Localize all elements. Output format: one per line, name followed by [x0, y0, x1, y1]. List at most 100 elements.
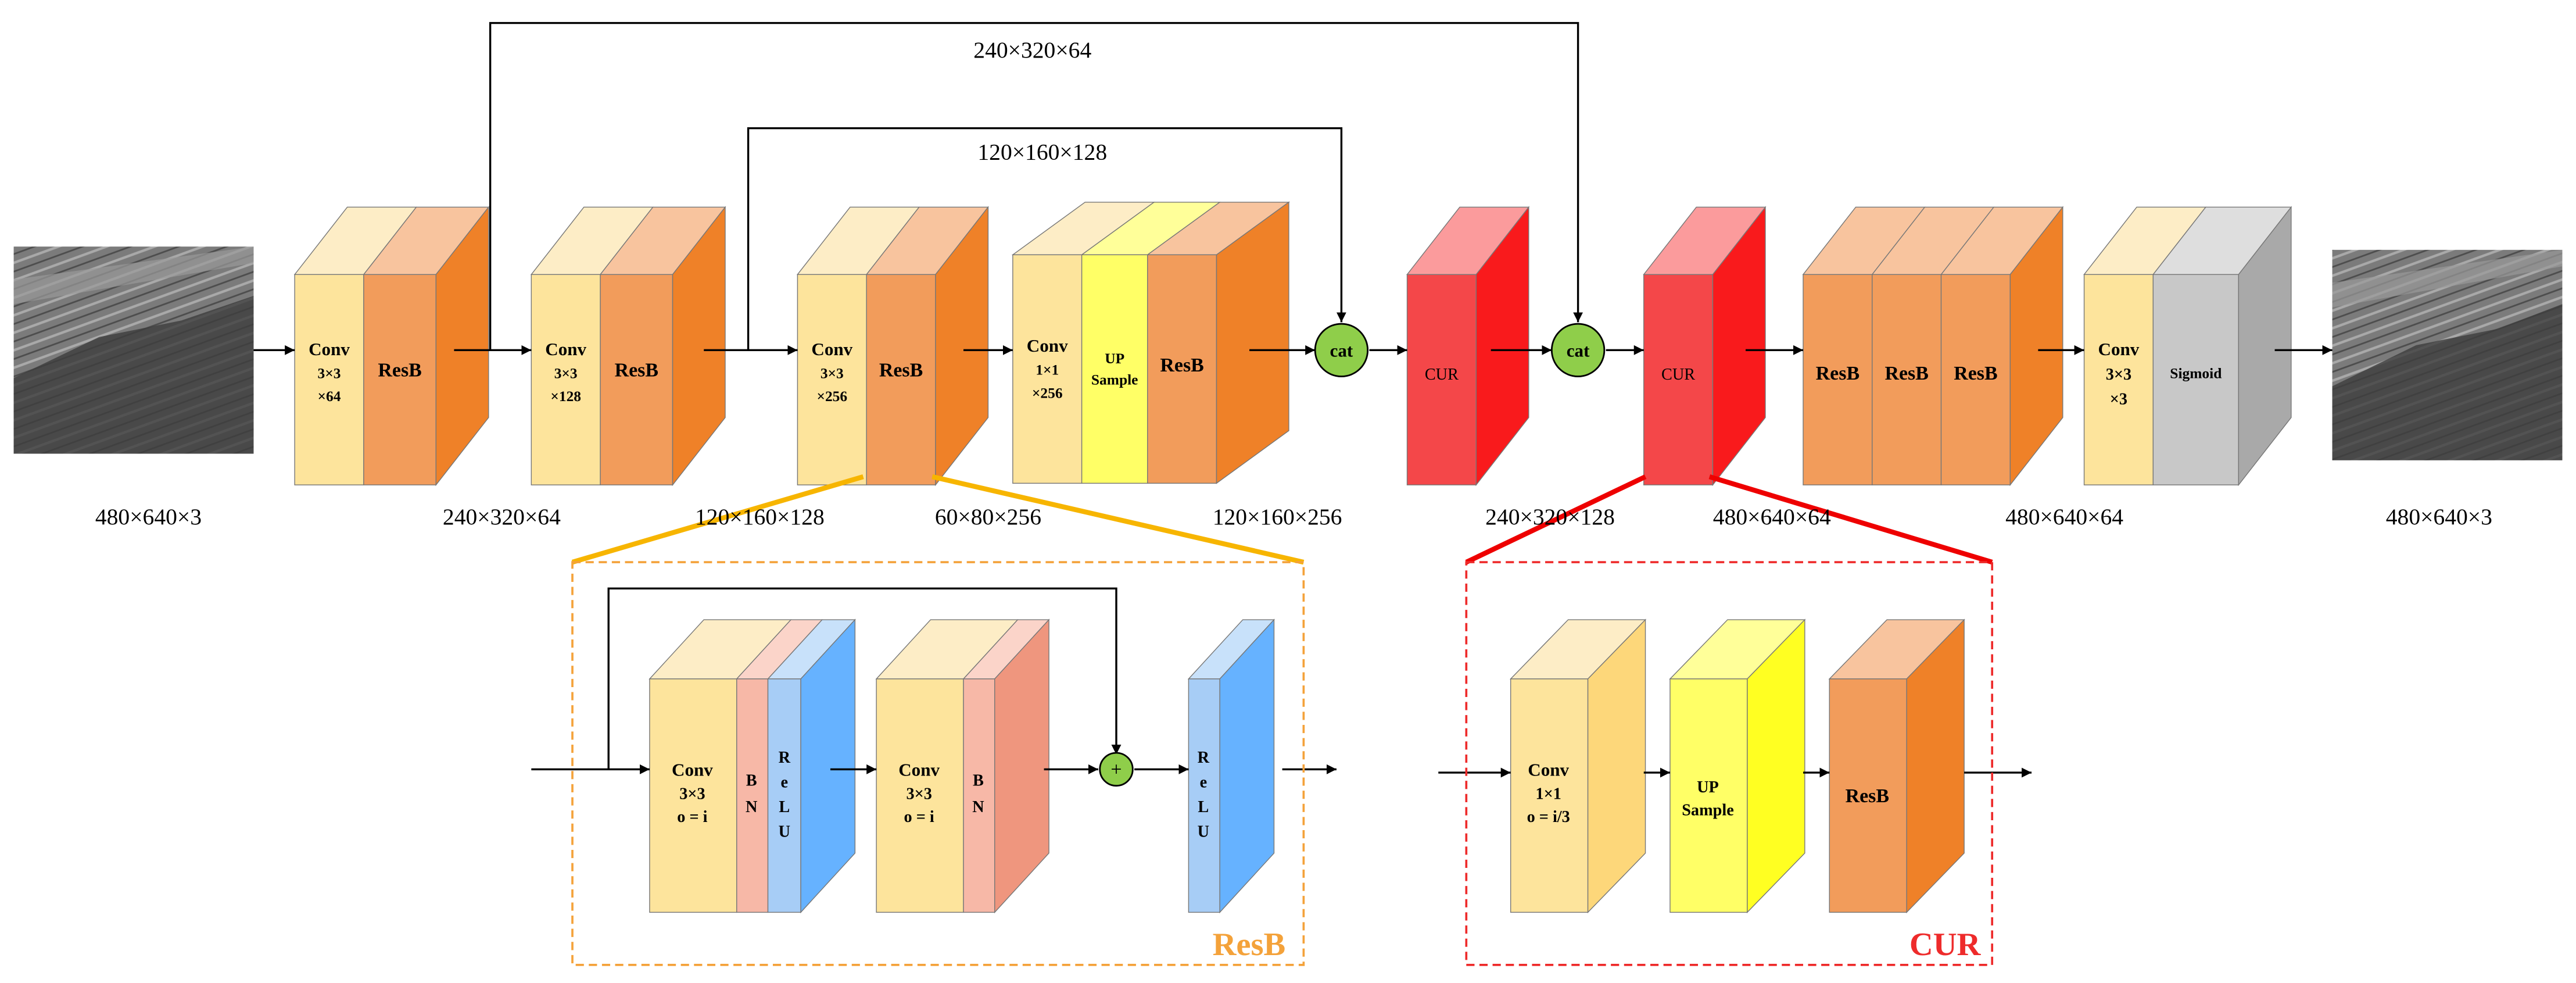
block-label: CUR: [1425, 366, 1459, 384]
block-label: Conv: [672, 760, 713, 780]
block-label: ResB: [378, 360, 421, 381]
dim-4: 120×160×256: [1213, 504, 1342, 530]
input-image: [13, 246, 254, 454]
resb-side-face: [672, 206, 726, 487]
svg-text:cat: cat: [1567, 341, 1590, 361]
output-image: [2332, 249, 2563, 460]
bn-side-face: [994, 619, 1049, 914]
block-label: ×3: [2110, 391, 2127, 409]
relu-front-face: [767, 678, 801, 913]
block-label: B: [746, 772, 757, 790]
block-label: CUR: [1661, 366, 1695, 384]
resb-front-face: [1940, 274, 2011, 485]
cur-resb-block: ResB: [1828, 619, 1965, 914]
block-label: Conv: [898, 760, 940, 780]
block-label: R: [1198, 749, 1210, 767]
block-label: U: [1198, 823, 1209, 841]
conv-front-face: [2083, 274, 2154, 485]
block-label: ResB: [1846, 785, 1889, 807]
block-layer: Conv3×3×64ResBConv3×3×128ResBConv3×3×256…: [293, 201, 2292, 914]
conv-side-face: [1587, 619, 1646, 914]
resb-front-face: [600, 274, 673, 485]
cur-conv-block: Conv 1×1 o = i/3: [1509, 619, 1647, 914]
resb-front-face: [1829, 678, 1907, 913]
resb-front-face: [1147, 254, 1217, 484]
block-label: Conv: [309, 339, 350, 359]
block-label: R: [779, 749, 791, 767]
block-label: L: [779, 798, 790, 816]
cur-side-face: [1712, 206, 1766, 487]
block-label: N: [746, 798, 758, 816]
block-label: Conv: [545, 339, 586, 359]
resb-side-face: [935, 206, 989, 487]
relu-side-face: [1219, 619, 1275, 914]
block-label: 1×1: [1036, 362, 1059, 378]
skip-label-top: 240×320×64: [973, 37, 1091, 63]
dim-3: 60×80×256: [935, 504, 1041, 530]
up-side-face: [1747, 619, 1805, 914]
dimension-labels: 240×320×64 120×160×128 480×640×3 240×320…: [95, 37, 2492, 530]
block-label: ResB: [1954, 363, 1997, 384]
dim-1: 240×320×64: [443, 504, 561, 530]
cat-node-1: cat: [1314, 323, 1369, 377]
block-label: U: [779, 823, 790, 841]
zoom-connectors: [571, 474, 1993, 565]
dim-2: 120×160×128: [695, 504, 825, 530]
block-label: 3×3: [554, 364, 578, 381]
resb-detail-box: [571, 561, 1305, 966]
cur-block-1: CUR: [1406, 206, 1530, 487]
cat-node-2: cat: [1550, 323, 1606, 377]
sig-front-face: [2152, 274, 2240, 485]
block-label: Sample: [1091, 371, 1138, 388]
resb-side-face: [1216, 201, 1289, 484]
block-label: ResB: [1816, 363, 1860, 384]
relu-front-face: [1188, 678, 1220, 913]
sig-side-face: [2238, 206, 2292, 487]
dim-6: 480×640×64: [1713, 504, 1831, 530]
block-label: ResB: [1160, 355, 1203, 376]
resb-detail-title: ResB: [1213, 927, 1286, 963]
block-label: ×256: [1032, 384, 1063, 401]
block-label: o = i/3: [1527, 808, 1570, 826]
block-label: ResB: [1884, 363, 1928, 384]
resb-front-face: [363, 274, 437, 485]
block-label: Sample: [1682, 802, 1734, 820]
dim-7: 480×640×64: [2005, 504, 2123, 530]
block-label: ResB: [615, 360, 658, 381]
resb-stack-block: ResB ResB ResB: [1802, 206, 2064, 487]
block-label: Sigmoid: [2170, 364, 2222, 381]
bn-front-face: [963, 678, 995, 913]
add-node: +: [1099, 752, 1134, 787]
skip-label-mid: 120×160×128: [977, 139, 1107, 165]
block-label: ×256: [816, 388, 847, 405]
block-label: 3×3: [821, 364, 844, 381]
relu-side-face: [800, 619, 856, 914]
resb-front-face: [866, 274, 936, 485]
block-label: ×64: [318, 388, 341, 405]
block-label: Conv: [811, 339, 852, 359]
cur-front-face: [1406, 274, 1477, 485]
bn-front-face: [736, 678, 769, 913]
block-label: 3×3: [2106, 366, 2131, 384]
svg-text:cat: cat: [1330, 341, 1353, 361]
conv-front-face: [649, 678, 737, 913]
block-label: 3×3: [679, 785, 705, 803]
cur-detail-title: CUR: [1909, 927, 1982, 963]
conv-front-face: [294, 274, 364, 485]
block-label: L: [1198, 798, 1209, 816]
conv-front-face: [1012, 254, 1083, 484]
block-label: 1×1: [1536, 785, 1561, 803]
resb-side-face: [2009, 206, 2063, 487]
block-label: UP: [1697, 778, 1719, 796]
svg-text:+: +: [1110, 759, 1122, 781]
block-label: e: [781, 773, 789, 791]
block-label: ×128: [550, 388, 581, 405]
block-label: Conv: [1528, 760, 1569, 780]
cur-block-2: CUR: [1643, 206, 1767, 487]
